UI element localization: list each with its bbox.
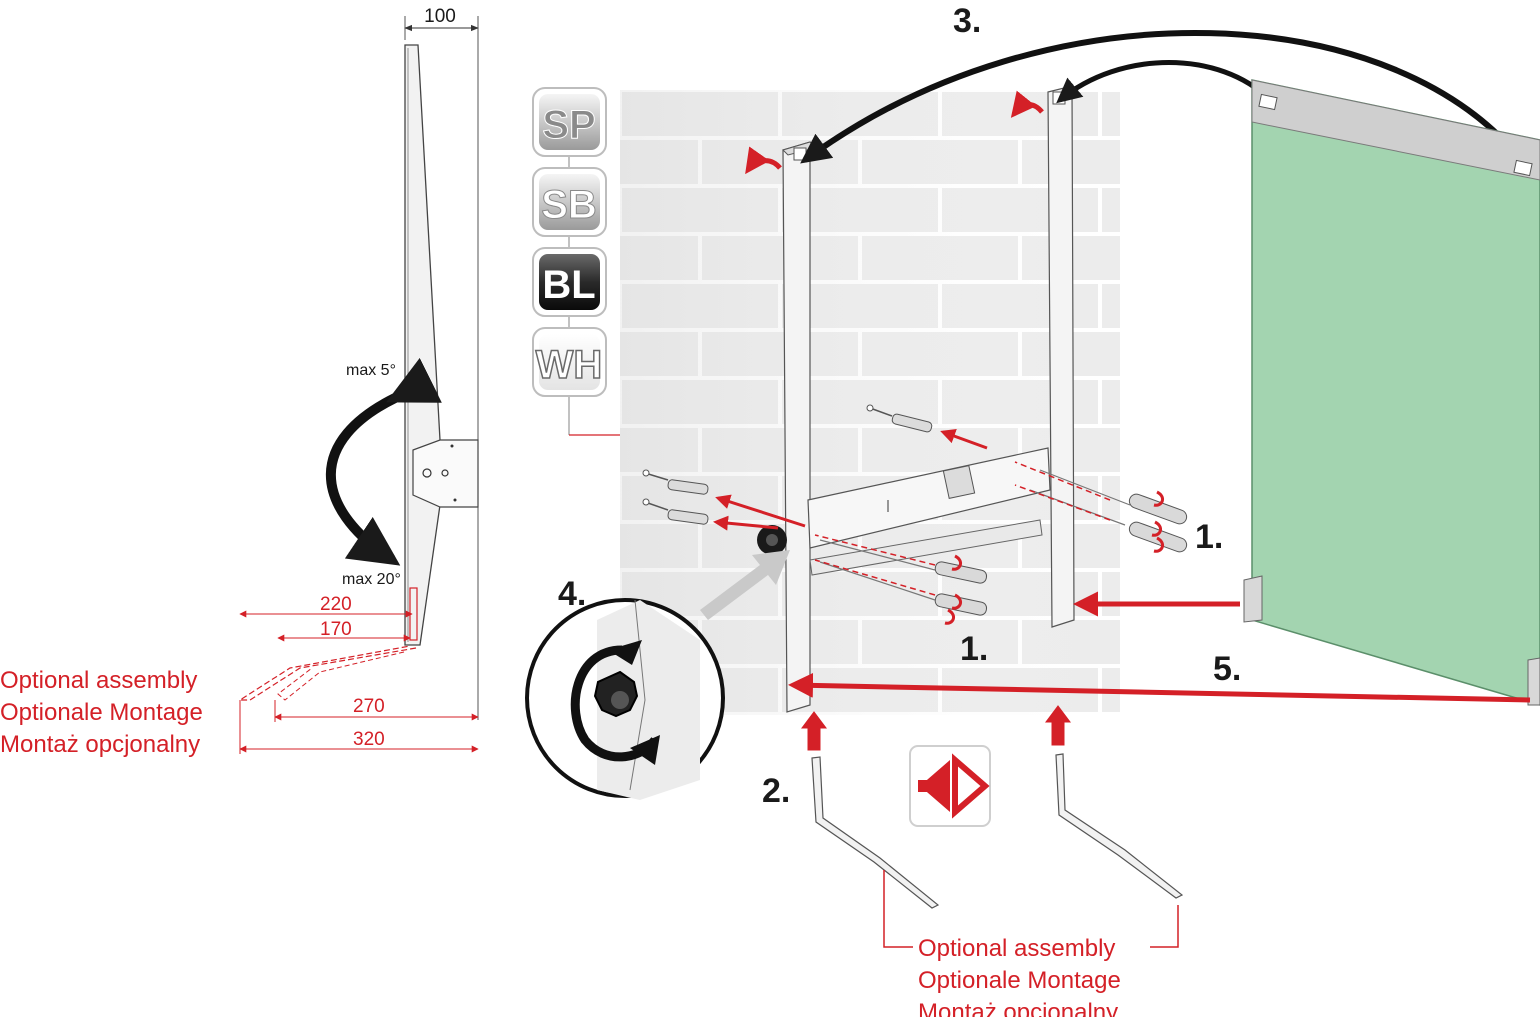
dimension-170: 170 bbox=[320, 619, 352, 640]
badge-sb: SB bbox=[532, 167, 607, 237]
step5-label: 5. bbox=[1213, 650, 1241, 688]
optional-assembly-pl-bottom: Montaż opcjonalny bbox=[918, 999, 1118, 1017]
screws-and-dowels bbox=[642, 404, 1188, 616]
glass-panel bbox=[1243, 79, 1540, 706]
red-arrows-wall bbox=[713, 90, 1165, 625]
step3-label: 3. bbox=[953, 2, 981, 40]
side-view-drawing: 100 max 5° max 20° 220 170 270 bbox=[0, 6, 479, 758]
side-dimensions: 220 170 270 320 bbox=[239, 594, 479, 754]
dimension-270: 270 bbox=[353, 696, 385, 717]
badge-sp: SP bbox=[532, 87, 607, 157]
arrow-step5 bbox=[788, 591, 1531, 703]
right-upright bbox=[1047, 85, 1075, 628]
badge-bl: BL bbox=[532, 247, 607, 317]
arrows-step2 bbox=[801, 705, 1071, 751]
step1-right-label: 1. bbox=[1195, 518, 1223, 556]
arrow-step3 bbox=[800, 30, 1528, 167]
rotate-knob-icon bbox=[570, 640, 660, 765]
frame-profile bbox=[404, 44, 441, 646]
dimension-220: 220 bbox=[320, 594, 352, 615]
step1-lower-label: 1. bbox=[960, 630, 988, 668]
optional-assembly-de-bottom: Optionale Montage bbox=[918, 967, 1121, 994]
left-upright bbox=[782, 141, 811, 713]
badge-bl-label: BL bbox=[542, 263, 595, 307]
optional-assembly-left: Optional assembly Optionale Montage Mont… bbox=[0, 667, 203, 758]
step-labels: 3. 1. 1. 5. 4. 2. bbox=[558, 2, 1241, 810]
badge-wh: WH bbox=[532, 327, 607, 397]
tilt-angle-arrow bbox=[326, 357, 442, 566]
mirror-arrows-icon bbox=[909, 745, 991, 827]
badge-wh-label: WH bbox=[536, 343, 603, 387]
optional-foot-outline bbox=[237, 645, 417, 701]
badge-sp-label: SP bbox=[542, 103, 595, 147]
wall-frame bbox=[757, 85, 1075, 713]
optional-feet bbox=[811, 753, 1184, 909]
angle-max-top: max 5° bbox=[346, 362, 396, 379]
optional-assembly-en-left: Optional assembly bbox=[0, 667, 197, 694]
frame-knob bbox=[757, 525, 787, 555]
step4-label: 4. bbox=[558, 575, 586, 613]
step2-label: 2. bbox=[762, 772, 790, 810]
optional-assembly-de-left: Optionale Montage bbox=[0, 699, 203, 726]
color-badges: SP SB BL WH bbox=[532, 87, 804, 438]
step4-detail bbox=[525, 550, 790, 800]
angle-max-bottom: max 20° bbox=[342, 571, 401, 588]
dimension-100: 100 bbox=[404, 6, 479, 720]
badge-sb-label: SB bbox=[541, 183, 597, 227]
dimension-320: 320 bbox=[353, 729, 385, 750]
brick-wall bbox=[618, 88, 1120, 716]
dimension-100-label: 100 bbox=[424, 6, 456, 27]
optional-assembly-bottom: Optional assembly Optionale Montage Mont… bbox=[918, 935, 1121, 1017]
optional-assembly-pl-left: Montaż opcjonalny bbox=[0, 731, 200, 758]
optional-assembly-en-bottom: Optional assembly bbox=[918, 935, 1115, 962]
